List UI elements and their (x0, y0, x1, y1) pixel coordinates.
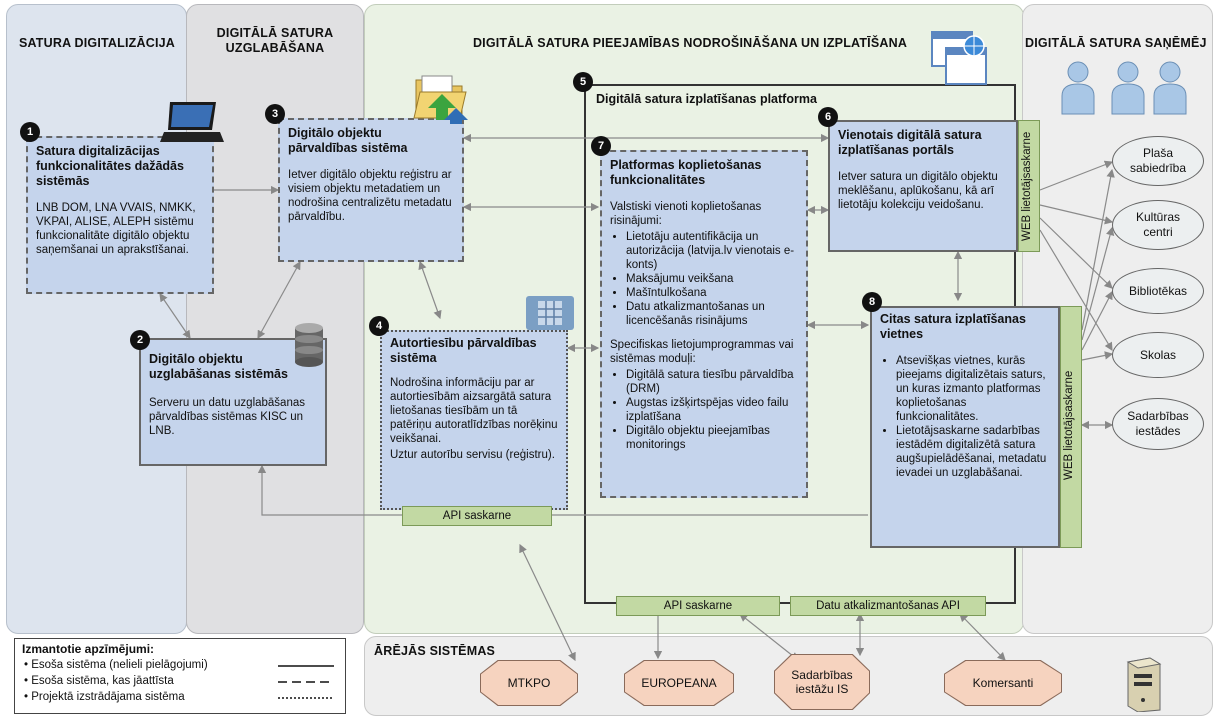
lane-digitalization (6, 4, 187, 634)
box1-title: Satura digitalizācijas funkcionalitātes … (36, 144, 184, 188)
box7-title: Platformas koplietošanas funkcionalitāte… (610, 158, 762, 187)
number-3: 3 (265, 104, 285, 124)
box7-intro2: Specifiskas lietojumprogrammas vai sistē… (610, 339, 794, 365)
box4-text2: Uztur autorību servisu (reģistru). (390, 449, 555, 461)
external-partner-is: Sadarbības iestāžu IS (775, 655, 869, 709)
lane-title-storage: DIGITĀLĀ SATURA UZGLABĀŠANA (216, 26, 334, 55)
box7-item: Digitālo objektu pieejamības monitorings (626, 424, 798, 452)
folder-icon (413, 75, 468, 124)
web-interface-sites (1060, 306, 1082, 548)
server-icon (1126, 657, 1162, 712)
box7-item: Mašīntulkošana (626, 286, 798, 300)
box-object-management: Digitālo objektu pārvaldības sistēma Iet… (278, 118, 464, 262)
recipient-schools: Skolas (1112, 332, 1204, 378)
data-reuse-api: Datu atkalizmantošanas API (790, 596, 986, 616)
box7-item: Datu atkalizmantošanas un licencēšanās r… (626, 300, 798, 328)
user-icon (1111, 61, 1145, 115)
legend-label: Esoša sistēma, kas jāattīsta (31, 675, 174, 687)
recipient-libraries: Bibliotēkas (1112, 268, 1204, 314)
number-6: 6 (818, 107, 838, 127)
user-icon (1153, 61, 1187, 115)
recipient-culture-centers: Kultūras centri (1112, 200, 1204, 250)
recipient-public: Plaša sabiedrība (1112, 136, 1204, 186)
lane-title-digitalization: SATURA DIGITALIZĀCIJA (18, 36, 176, 50)
legend-item-existing: • Esoša sistēma (nelieli pielāgojumi) (24, 659, 208, 671)
box3-title: Digitālo objektu pārvaldības sistēma (288, 126, 408, 155)
box1-text: LNB DOM, LNA VVAIS, NMKK, VKPAI, ALISE, … (36, 202, 196, 256)
number-8: 8 (862, 292, 882, 312)
user-icon (1061, 61, 1095, 115)
number-2: 2 (130, 330, 150, 350)
legend-title: Izmantotie apzīmējumi: (22, 642, 155, 656)
box2-text: Serveru un datu uzglabāšanas pārvaldības… (149, 397, 305, 437)
box-platform-functions: Platformas koplietošanas funkcionalitāte… (600, 150, 808, 498)
external-commercial: Komersanti (945, 661, 1061, 705)
box7-list2: Digitālā satura tiesību pārvaldība (DRM)… (610, 368, 798, 452)
box7-list1: Lietotāju autentifikācija un autorizācij… (610, 230, 798, 328)
box4-title: Autortiesību pārvaldības sistēma (390, 336, 537, 365)
lane-title-recipients: DIGITĀLĀ SATURA SAŅĒMĒJ (1025, 36, 1207, 50)
box2-title: Digitālo objektu uzglabāšanas sistēmās (149, 352, 288, 381)
external-mtkpo: MTKPO (481, 661, 577, 705)
box7-item: Digitālā satura tiesību pārvaldība (DRM) (626, 368, 798, 396)
web-interface-portal-label: WEB lietotājsaskarne (1021, 131, 1033, 241)
platform-label: Digitālā satura izplatīšanas platforma (596, 92, 817, 106)
legend-item-develop: • Esoša sistēma, kas jāattīsta (24, 675, 174, 687)
legend-label: Esoša sistēma (nelieli pielāgojumi) (31, 659, 208, 671)
external-europeana: EUROPEANA (625, 661, 733, 705)
legend-line-samples (278, 665, 334, 699)
box7-item: Lietotāju autentifikācija un autorizācij… (626, 230, 798, 272)
box8-title: Citas satura izplatīšanas vietnes (880, 312, 1026, 341)
web-interface-portal (1018, 120, 1040, 252)
box7-item: Maksājumu veikšana (626, 272, 798, 286)
browser-windows-icon (931, 31, 987, 85)
legend-panel (14, 638, 346, 714)
box-copyright-management: Autortiesību pārvaldības sistēma Nodroši… (380, 330, 568, 510)
external-title: ĀRĒJĀS SISTĒMAS (374, 644, 496, 658)
number-4: 4 (369, 316, 389, 336)
box6-title: Vienotais digitālā satura izplatīšanas p… (838, 128, 982, 157)
box7-item: Augstas izšķirtspējas video failu izplat… (626, 396, 798, 424)
box8-item: Atsevišķas vietnes, kurās pieejams digit… (896, 354, 1050, 424)
legend-label: Projektā izstrādājama sistēma (31, 691, 185, 703)
number-1: 1 (20, 122, 40, 142)
box-unified-portal: Vienotais digitālā satura izplatīšanas p… (828, 120, 1018, 252)
box6-text: Ietver satura un digitālo objektu meklēš… (838, 171, 998, 211)
box4-text: Nodrošina informāciju par ar autortiesīb… (390, 377, 558, 445)
number-7: 7 (591, 136, 611, 156)
legend-item-project: • Projektā izstrādājama sistēma (24, 691, 185, 703)
api-interface-bottom: API saskarne (616, 596, 780, 616)
box3-text: Ietver digitālo objektu reģistru ar visi… (288, 169, 452, 223)
lane-title-access: DIGITĀLĀ SATURA PIEEJAMĪBAS NODROŠINĀŠAN… (472, 36, 908, 50)
box-digitalization-functions: Satura digitalizācijas funkcionalitātes … (26, 136, 214, 294)
recipient-partner-institutions: Sadarbības iestādes (1112, 398, 1204, 450)
grid-folder-icon (526, 296, 574, 330)
box7-intro: Valstiski vienoti koplietošanas risināju… (610, 201, 762, 227)
api-interface-box4: API saskarne (402, 506, 552, 526)
box8-list: Atsevišķas vietnes, kurās pieejams digit… (880, 354, 1050, 480)
database-icon (295, 323, 323, 367)
number-5: 5 (573, 72, 593, 92)
box-other-sites: Citas satura izplatīšanas vietnes Atsevi… (870, 306, 1060, 548)
laptop-icon (160, 102, 224, 142)
web-interface-sites-label: WEB lietotājsaskarne (1063, 370, 1075, 480)
box8-item: Lietotājsaskarne sadarbības iestādēm dig… (896, 424, 1050, 480)
